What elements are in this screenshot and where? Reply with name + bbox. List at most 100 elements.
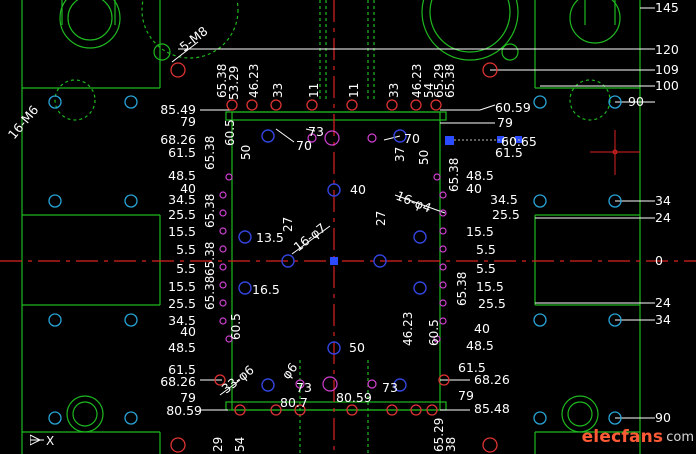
- dim-label: 25.5: [168, 296, 196, 311]
- dim-label: 24: [655, 210, 671, 225]
- dim-label: 25.5: [168, 207, 196, 222]
- dim-label: 79: [180, 114, 196, 129]
- dim-label: 145: [655, 0, 679, 15]
- site-watermark: elecfans com: [484, 426, 694, 448]
- dim-label: 27: [281, 217, 295, 232]
- side-vertical-labels: 65.38 60.5 50 65.38 65.38 65.38 60.5 50 …: [203, 119, 469, 346]
- ucs-axis-label: X: [46, 434, 54, 448]
- dim-label: 34.5: [168, 313, 196, 328]
- hole-note-phi4: 16-φ4: [394, 188, 434, 216]
- dim-label: 50: [239, 145, 253, 160]
- dim-label: 25.5: [492, 207, 520, 222]
- dim-label: 25.5: [478, 296, 506, 311]
- hole-note-phi6a: 33-φ6: [219, 362, 257, 396]
- dim-label: 40: [180, 324, 196, 339]
- dim-label: 37: [393, 147, 407, 162]
- ejector-holes-left: [219, 173, 233, 343]
- dim-label: 16.5: [252, 282, 280, 297]
- dim-label: 53.29: [227, 66, 241, 100]
- dim-label: 73: [382, 380, 398, 395]
- dim-label: 48.5: [168, 340, 196, 355]
- dim-label: 50: [417, 150, 431, 165]
- dim-label: 24: [655, 295, 671, 310]
- guide-pin-clearances: [54, 0, 621, 433]
- dim-label: 33: [387, 83, 401, 98]
- ejector-holes-right: [433, 173, 447, 343]
- dim-label: 60.59: [495, 100, 531, 115]
- inner-right-dimension-labels: 60.59 79 61.5 48.5 40 34.5 25.5 15.5 5.5…: [458, 100, 531, 416]
- dim-label: 90: [628, 94, 644, 109]
- dim-label: 34: [655, 193, 671, 208]
- dim-label: 54: [233, 437, 247, 452]
- dim-label: 65.38: [203, 194, 217, 228]
- dim-label: 65.38: [203, 276, 217, 310]
- bolt-holes-cyan: [48, 95, 622, 425]
- mold-plate-outline: [21, 0, 641, 454]
- dim-label: 5.5: [476, 261, 496, 276]
- dim-label: 85.48: [474, 401, 510, 416]
- dim-label: 68.26: [160, 374, 196, 389]
- dim-label: 85.49: [160, 102, 196, 117]
- right-dimension-labels: 145 120 109 100 90 34 24 0 24 34 90: [628, 0, 679, 425]
- hole-note-phi7: 16-φ7: [291, 220, 329, 254]
- bottom-vertical-labels: 29 54 65.29 38: [211, 418, 458, 452]
- dim-label: 15.5: [476, 279, 504, 294]
- dim-label: 65.38: [443, 64, 457, 98]
- dim-label: 90: [655, 410, 671, 425]
- dim-label: 5.5: [176, 242, 196, 257]
- dim-label: 68.26: [160, 132, 196, 147]
- dim-label: 65.38: [203, 136, 217, 170]
- dim-label: 65.38: [455, 272, 469, 306]
- dim-label: 15.5: [466, 224, 494, 239]
- dim-label: 5.5: [476, 242, 496, 257]
- dimension-lines: [171, 7, 655, 419]
- dim-label: 109: [655, 62, 679, 77]
- dim-label: 46.23: [410, 64, 424, 98]
- crosshair-cursor: [590, 130, 640, 175]
- dim-label: 0: [655, 253, 663, 268]
- dim-label: 27: [374, 211, 388, 226]
- dim-label: 40: [474, 321, 490, 336]
- thread-note-m6: 16-M6: [5, 102, 42, 142]
- dim-label: 15.5: [168, 224, 196, 239]
- dim-label: 5.5: [176, 261, 196, 276]
- top-vertical-labels: 65.38 53.29 46.23 33 11 11 33 46.23 54 6…: [215, 64, 457, 100]
- dim-label: 61.5: [168, 362, 196, 377]
- dim-label: 65.38: [203, 242, 217, 276]
- dim-label: 65.38: [215, 64, 229, 98]
- selection-grips[interactable]: [330, 136, 522, 265]
- green-center-guides: [299, 0, 375, 454]
- dim-label: 60.5: [223, 119, 237, 146]
- dim-label: 38: [444, 437, 458, 452]
- dim-label: 46.23: [401, 312, 415, 346]
- dim-label: 40: [350, 182, 366, 197]
- dim-label: 13.5: [256, 230, 284, 245]
- dim-label: 60.65: [501, 134, 537, 149]
- dim-label: 40: [180, 181, 196, 196]
- dim-label: 80.7: [280, 395, 308, 410]
- dim-label: 48.5: [466, 168, 494, 183]
- dim-label: 48.5: [466, 338, 494, 353]
- left-dimension-labels: 85.49 79 68.26 61.5 48.5 40 34.5 25.5 15…: [160, 102, 202, 418]
- dim-label: 40: [466, 181, 482, 196]
- dim-label: 79: [458, 388, 474, 403]
- dim-label: 34.5: [490, 192, 518, 207]
- watermark-brand: elecfans: [581, 427, 664, 447]
- dim-label: 79: [180, 390, 196, 405]
- dim-label: 29: [211, 437, 225, 452]
- dim-label: 15.5: [168, 279, 196, 294]
- dim-label: 61.5: [495, 145, 523, 160]
- dim-label: 65.29: [432, 418, 446, 452]
- dim-label: 33: [271, 83, 285, 98]
- screw-holes-red: [170, 62, 498, 453]
- dim-label: 60.5: [229, 313, 243, 340]
- dim-label: 11: [347, 83, 361, 98]
- dim-label: 70: [404, 131, 420, 146]
- dim-label: 46.23: [247, 64, 261, 98]
- hole-note-phi6b: φ6: [279, 360, 301, 382]
- dim-label: 61.5: [168, 145, 196, 160]
- dim-label: 73: [296, 380, 312, 395]
- dim-label: 60.5: [427, 319, 441, 346]
